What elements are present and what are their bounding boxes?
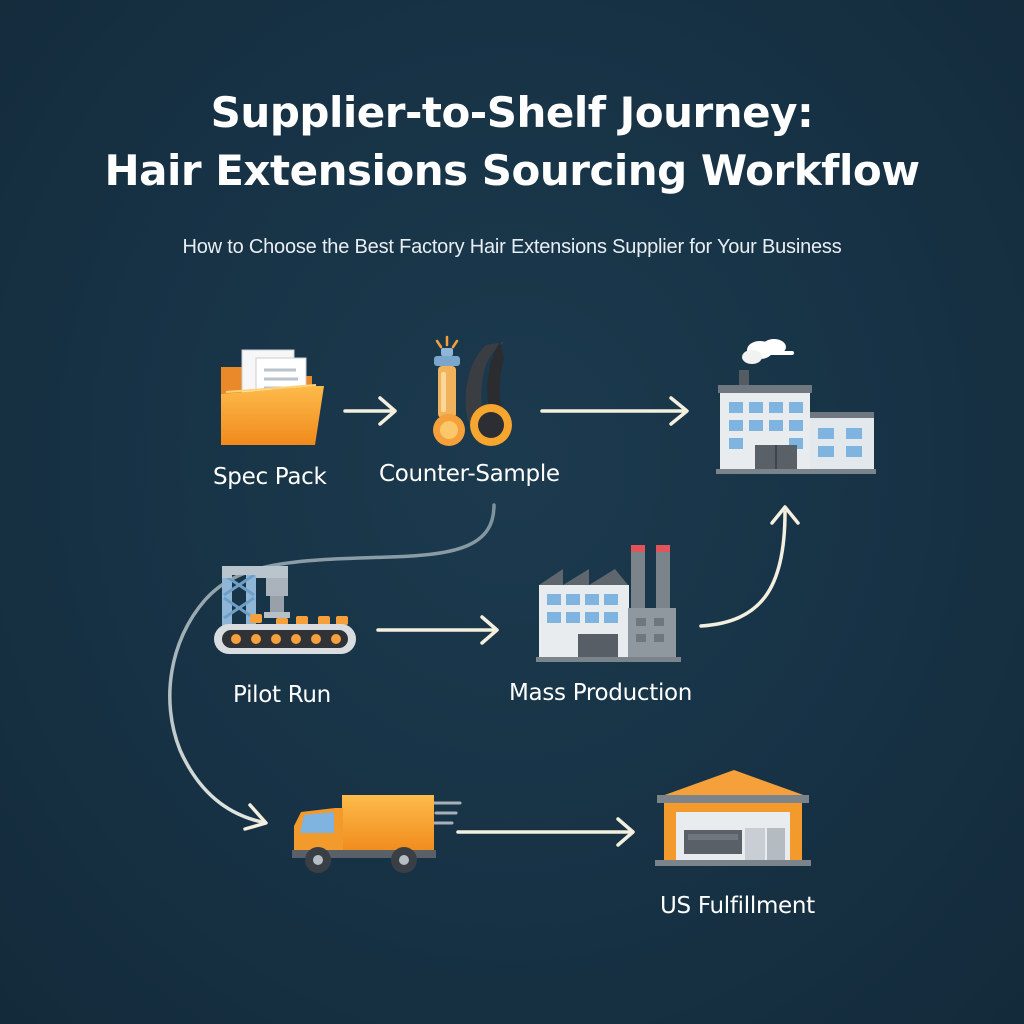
step-label-counter-sample: Counter-Sample (379, 461, 560, 487)
delivery-truck-icon (292, 795, 462, 873)
warehouse-icon (655, 770, 811, 866)
conveyor-machine-icon (214, 566, 356, 654)
step-label-pilot-run: Pilot Run (233, 682, 331, 708)
step-label-mass-production: Mass Production (509, 680, 693, 706)
diagram-subtitle: How to Choose the Best Factory Hair Exte… (182, 236, 842, 258)
step-label-spec-pack: Spec Pack (213, 464, 327, 490)
office-factory-icon (716, 339, 876, 474)
arrow-mass-to-office-factory (699, 505, 800, 628)
arrow-truck-to-warehouse (456, 817, 635, 847)
industrial-factory-icon (536, 545, 681, 662)
arrow-spec-to-sample (343, 396, 397, 426)
curve-sample-to-pilot (168, 503, 496, 824)
folder-document-icon (221, 349, 324, 445)
hair-sample-icon (433, 335, 512, 446)
diagram-title-line2: Hair Extensions Sourcing Workflow (104, 146, 921, 195)
diagram-title-line1: Supplier-to-Shelf Journey: (210, 88, 814, 137)
arrow-curve-head-to-truck (243, 803, 268, 831)
arrow-pilot-to-mass (376, 615, 499, 645)
step-label-us-fulfillment: US Fulfillment (660, 893, 815, 919)
arrow-sample-to-office-factory (540, 396, 689, 426)
